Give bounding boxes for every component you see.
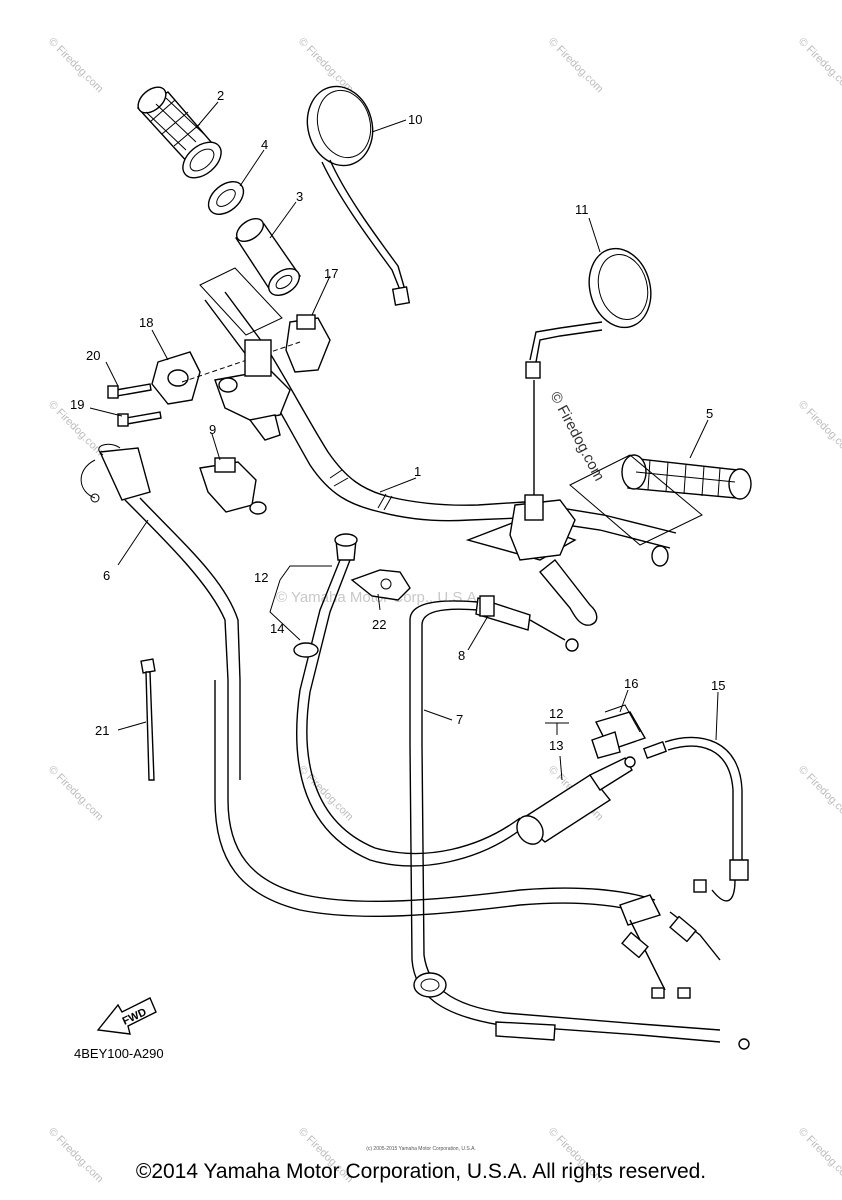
callout-15: 15: [711, 678, 725, 693]
callout-8: 8: [458, 648, 465, 663]
cable-15: [642, 736, 749, 902]
callout-20: 20: [86, 348, 100, 363]
callout-6: 6: [103, 568, 110, 583]
clamp-left: [214, 339, 291, 441]
callout-5: 5: [706, 406, 713, 421]
watermark-large: © Firedog.com: [546, 389, 607, 484]
choke-plunger: [516, 756, 636, 845]
fwd-label: FWD: [121, 1006, 149, 1027]
lever-bracket: [199, 457, 267, 515]
watermark: © Firedog.com: [46, 36, 106, 96]
cable-tie: [140, 658, 156, 781]
choke-cable: [293, 533, 521, 867]
lever-clamp-right: [465, 380, 669, 626]
fwd-arrow: FWD: [96, 997, 157, 1035]
watermark: © Firedog.com: [46, 764, 106, 824]
callout-3: 3: [296, 189, 303, 204]
callout-1: 1: [414, 464, 421, 479]
watermark: © Firedog.com: [296, 764, 356, 824]
callout-21: 22: [372, 617, 386, 632]
callout-16: 16: [624, 676, 638, 691]
clutch-cable: [409, 600, 750, 1050]
callout-22: 21: [95, 723, 109, 738]
callout-2: 2: [217, 88, 224, 103]
callout-18: 18: [139, 315, 153, 330]
grip-left: [136, 86, 222, 179]
callout-14: 14: [270, 621, 284, 636]
callout-7: 7: [456, 712, 463, 727]
grip-right: [569, 454, 752, 546]
watermark: © Firedog.com: [296, 36, 356, 96]
switch-block: [591, 704, 647, 759]
callout-19: 19: [70, 397, 84, 412]
callout-9: 9: [209, 422, 216, 437]
switch-harness: [80, 443, 721, 999]
callout-12a: 12: [254, 570, 268, 585]
diagram-code: 4BEY100-A290: [74, 1046, 164, 1061]
callout-17: 17: [324, 266, 338, 281]
watermark: © Firedog.com: [546, 36, 606, 96]
callout-labels: 2 4 3 10 11 17 18 20 19 5 9 1 6 12 22 14…: [70, 88, 725, 753]
bracket: [350, 569, 411, 601]
switch-housing: [151, 314, 331, 405]
watermark: © Firedog.com: [796, 764, 842, 824]
callout-11: 11: [575, 202, 589, 217]
watermark: © Firedog.com: [796, 399, 842, 459]
cable-adjuster: [475, 595, 579, 652]
callout-4: 4: [261, 137, 268, 152]
callout-12b: 12: [549, 706, 563, 721]
watermark: © Firedog.com: [796, 36, 842, 96]
throttle-tube: [234, 217, 302, 296]
copyright-notice: ©2014 Yamaha Motor Corporation, U.S.A. A…: [135, 1160, 707, 1183]
tiny-copyright: (c) 2005-2015 Yamaha Motor Corporation, …: [366, 1146, 476, 1152]
screws: [107, 383, 162, 427]
washer: [207, 181, 245, 215]
mirror-right: [525, 247, 652, 379]
assembly-outline: [199, 267, 283, 336]
callout-10: 10: [408, 112, 422, 127]
leader-lines: [89, 101, 719, 781]
callout-13: 13: [549, 738, 563, 753]
mirror-left: [306, 85, 411, 306]
